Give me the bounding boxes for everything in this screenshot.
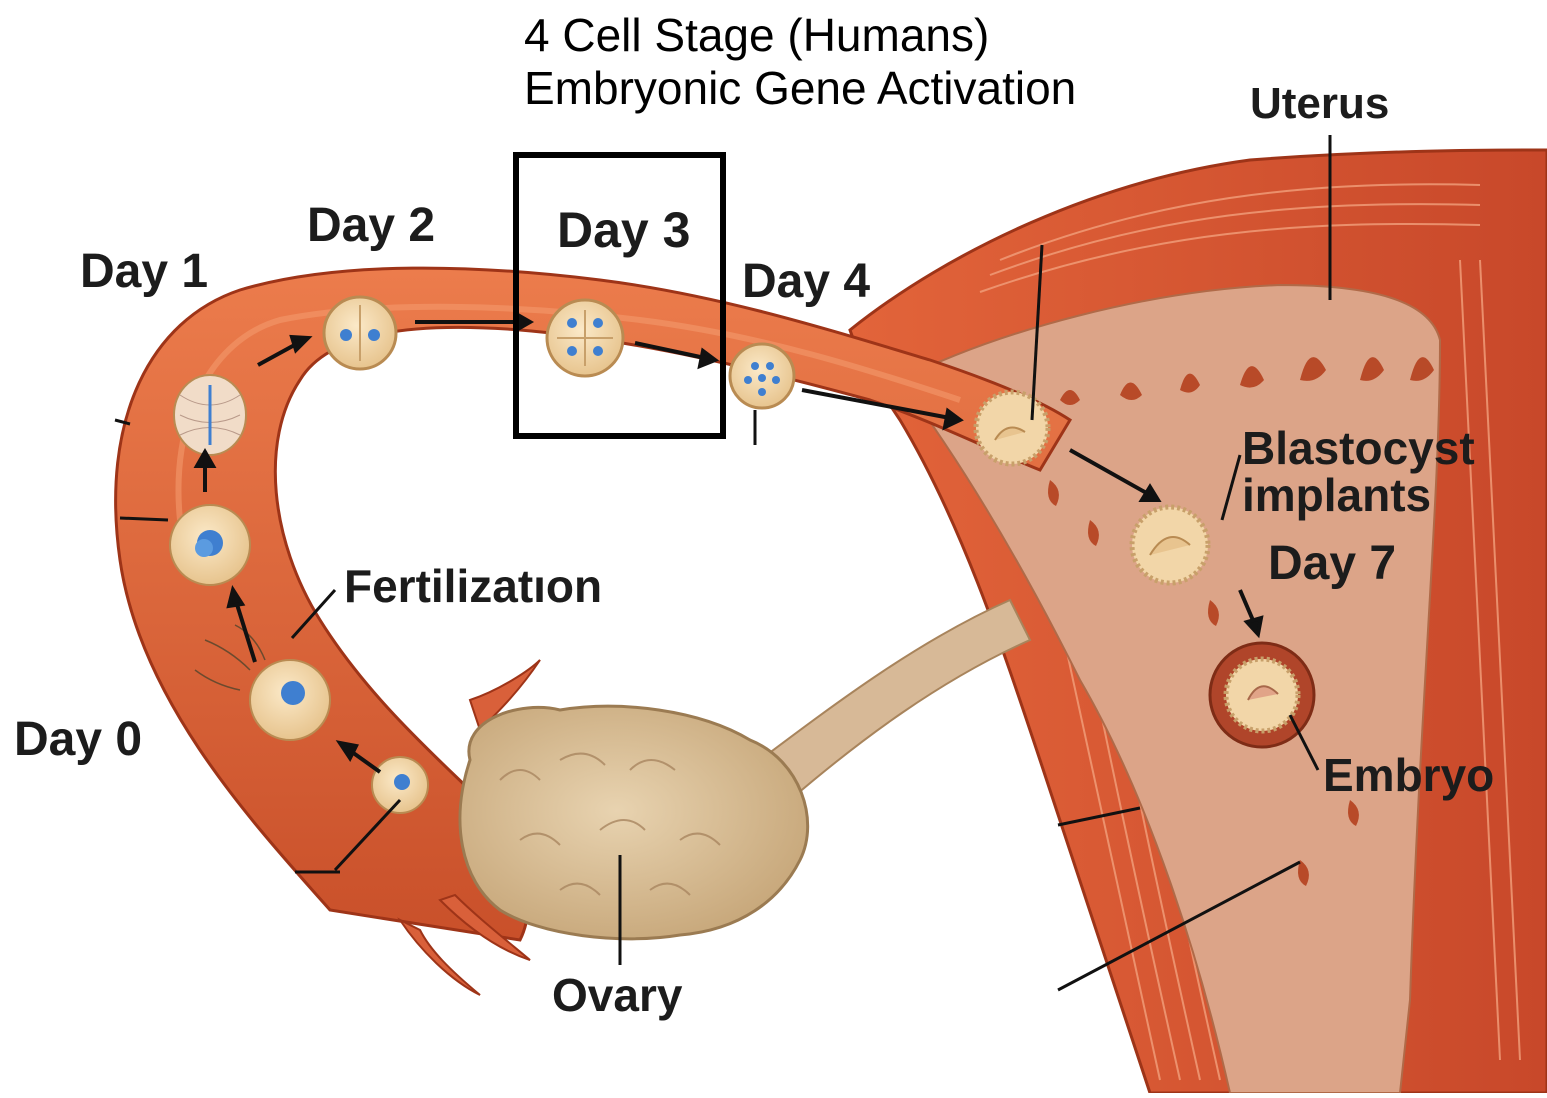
label-uterus: Uterus — [1250, 82, 1389, 126]
label-ovary: Ovary — [552, 972, 682, 1018]
label-day4: Day 4 — [742, 258, 870, 306]
label-day2: Day 2 — [307, 202, 435, 250]
zygote — [170, 505, 250, 585]
day1-mitosis-cell — [174, 375, 246, 455]
caption-line2: Embryonic Gene Activation — [524, 65, 1076, 111]
day4-morula — [730, 344, 794, 408]
label-blastocyst-line2: implants — [1242, 472, 1431, 518]
label-embryo: Embryo — [1323, 752, 1494, 798]
label-blastocyst-line1: Blastocyst — [1242, 425, 1475, 471]
day2-two-cell — [324, 297, 396, 369]
label-day1: Day 1 — [80, 248, 208, 296]
label-fertilization: Fertilizatıon — [344, 563, 602, 609]
label-day3: Day 3 — [557, 205, 690, 255]
egg-released — [372, 757, 428, 813]
ovary — [460, 706, 808, 939]
blastocyst-early — [976, 392, 1048, 464]
day3-four-cell — [547, 300, 623, 376]
caption-line1: 4 Cell Stage (Humans) — [524, 12, 989, 58]
label-day7: Day 7 — [1268, 540, 1396, 588]
blastocyst-hatching — [1132, 507, 1208, 583]
label-day0: Day 0 — [14, 716, 142, 764]
ovarian-ligament — [760, 600, 1030, 800]
